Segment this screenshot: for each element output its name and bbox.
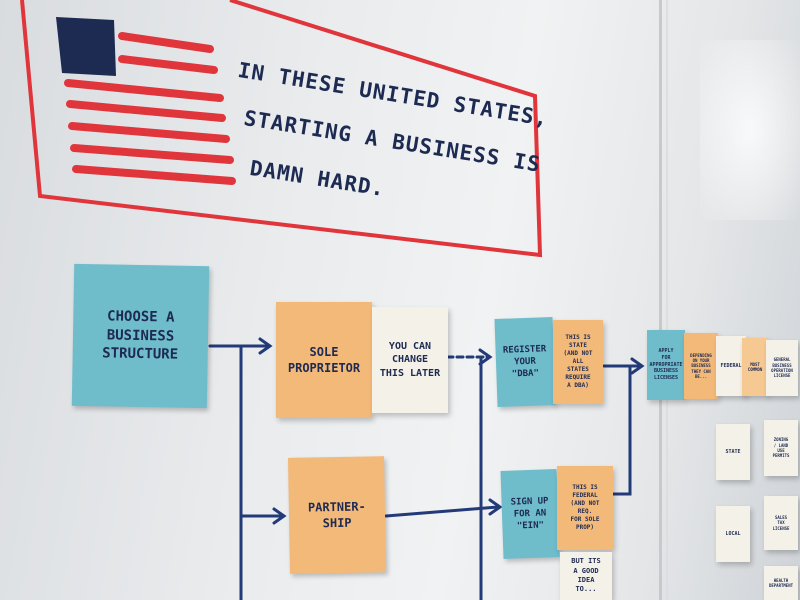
note-partnership: PARTNER- SHIP <box>287 456 387 574</box>
note-this-is-federal: THIS IS FEDERAL (AND NOT REQ. FOR SOLE P… <box>557 466 613 550</box>
note-general-license: GENERAL BUSINESS OPERATION LICENSE <box>766 340 798 396</box>
flow-arrows <box>208 337 645 600</box>
note-most-common-text: MOST COMMON <box>747 361 763 372</box>
note-register-dba-text: REGISTER YOUR "DBA" <box>502 344 547 380</box>
note-change-later: YOU CAN CHANGE THIS LATER <box>372 307 448 413</box>
note-sales-tax-text: SALES TAX LICENSE <box>772 514 790 531</box>
note-this-is-state-text: THIS IS STATE (AND NOT ALL STATES REQUIR… <box>563 333 593 390</box>
flag-canton-icon <box>56 17 116 76</box>
note-choose-structure: CHOOSE A BUSINESS STRUCTURE <box>71 263 210 409</box>
note-change-later-text: YOU CAN CHANGE THIS LATER <box>379 340 441 379</box>
note-most-common: MOST COMMON <box>742 338 768 396</box>
note-sole-proprietor-text: SOLE PROPRIETOR <box>287 344 361 375</box>
note-state-tag: STATE <box>716 424 750 480</box>
note-depending-business: DEPENDING ON YOUR BUSINESS THEY CAN BE..… <box>684 333 718 399</box>
note-sign-up-ein-text: SIGN UP FOR AN "EIN" <box>510 496 549 532</box>
headline-frame <box>20 0 543 258</box>
note-zoning-permits-text: ZONING / LAND USE PERMITS <box>772 437 790 459</box>
note-federal-tag: FEDERAL <box>716 336 746 396</box>
note-sales-tax: SALES TAX LICENSE <box>764 496 798 550</box>
note-health-dept: HEALTH DEPARTMENT <box>764 566 798 600</box>
note-choose-structure-text: CHOOSE A BUSINESS STRUCTURE <box>102 308 179 364</box>
note-this-is-state: THIS IS STATE (AND NOT ALL STATES REQUIR… <box>553 320 603 404</box>
note-but-its-good-text: BUT ITS A GOOD IDEA TO... <box>571 557 601 594</box>
note-depending-business-text: DEPENDING ON YOUR BUSINESS THEY CAN BE..… <box>690 352 712 380</box>
flag-stripes-icon <box>64 32 236 185</box>
note-sign-up-ein: SIGN UP FOR AN "EIN" <box>500 469 560 559</box>
note-federal-tag-text: FEDERAL <box>720 362 742 369</box>
note-local-tag: LOCAL <box>716 506 750 562</box>
note-sole-proprietor: SOLE PROPRIETOR <box>276 302 372 418</box>
note-state-tag-text: STATE <box>725 448 741 455</box>
note-apply-licenses-text: APPLY FOR APPROPRIATE BUSINESS LICENSES <box>649 348 683 382</box>
light-glare <box>700 40 800 220</box>
panel-seam <box>659 0 662 600</box>
note-apply-licenses: APPLY FOR APPROPRIATE BUSINESS LICENSES <box>647 330 685 400</box>
note-register-dba: REGISTER YOUR "DBA" <box>494 317 556 407</box>
note-this-is-federal-text: THIS IS FEDERAL (AND NOT REQ. FOR SOLE P… <box>570 483 600 532</box>
note-general-license-text: GENERAL BUSINESS OPERATION LICENSE <box>771 357 793 379</box>
note-local-tag-text: LOCAL <box>725 530 741 537</box>
note-health-dept-text: HEALTH DEPARTMENT <box>768 577 794 588</box>
note-but-its-good: BUT ITS A GOOD IDEA TO... <box>560 552 612 600</box>
note-partnership-text: PARTNER- SHIP <box>307 499 366 531</box>
panel-seam-edge <box>666 0 668 600</box>
note-zoning-permits: ZONING / LAND USE PERMITS <box>764 420 798 476</box>
